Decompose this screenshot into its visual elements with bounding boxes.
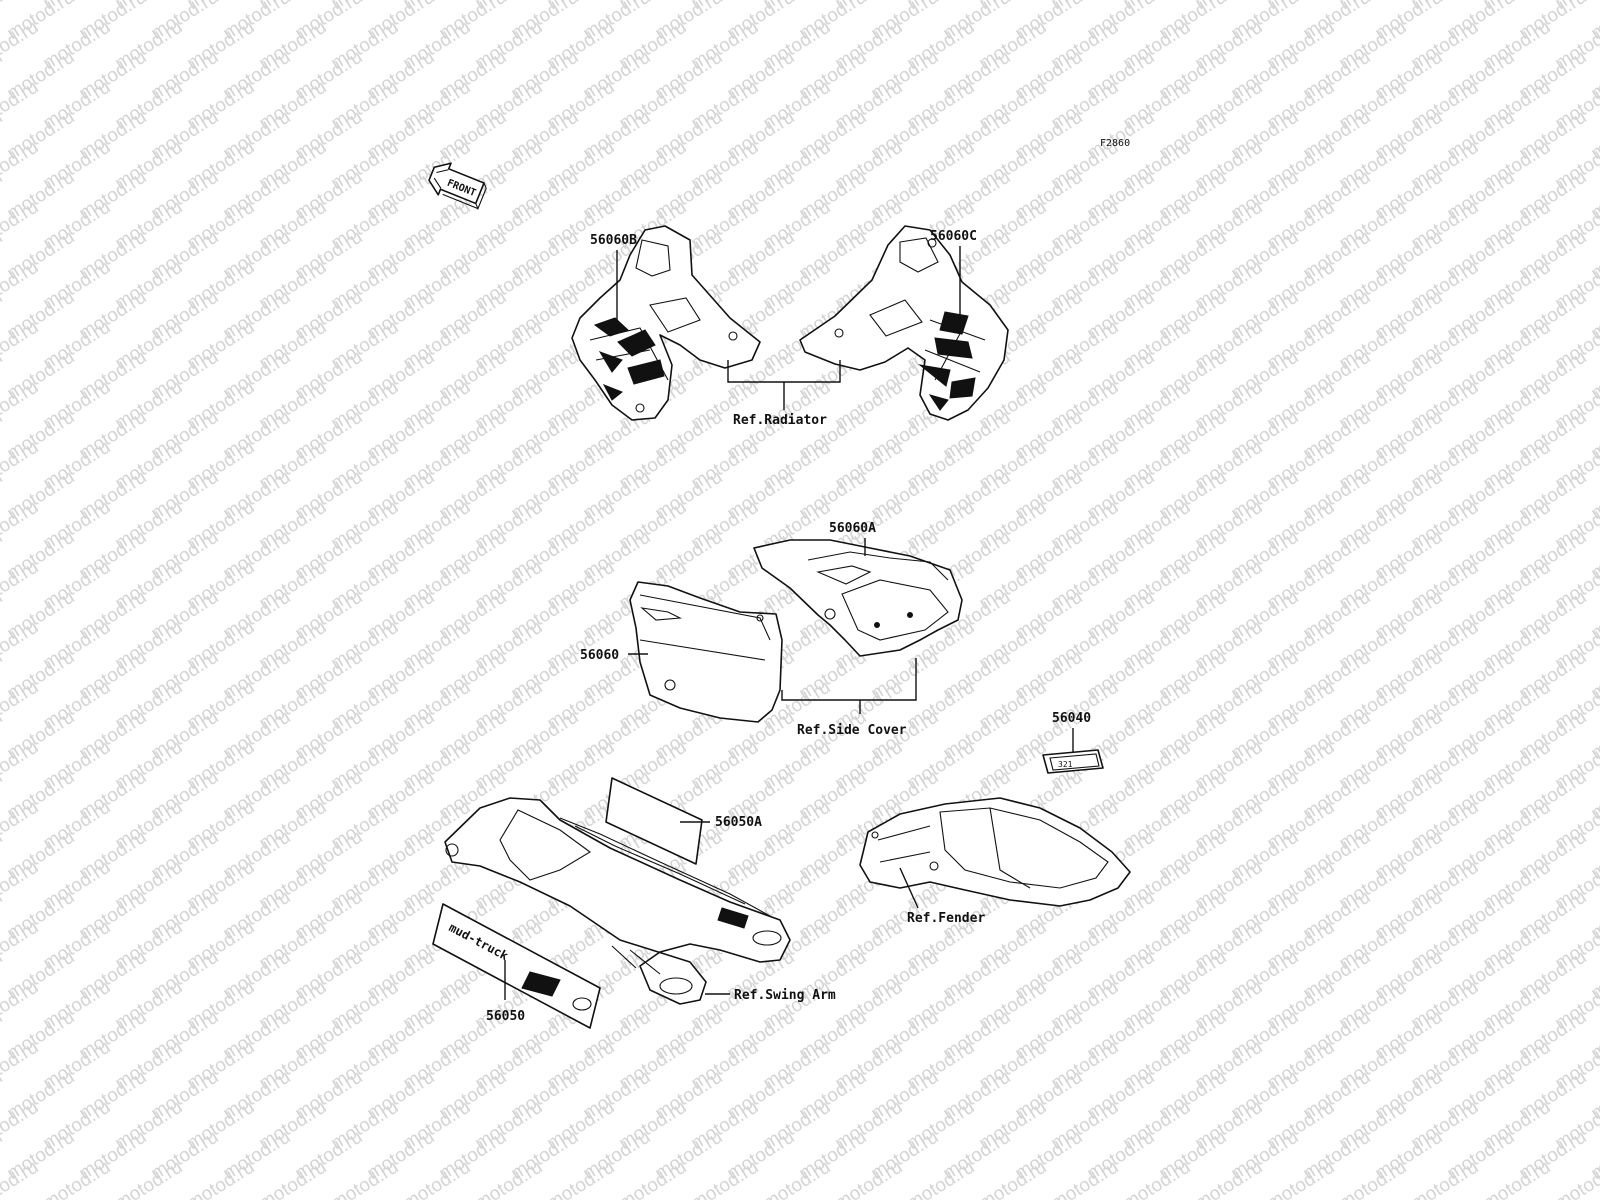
caution-plate: 321 [1042, 749, 1104, 774]
radiator-bracket [727, 360, 841, 410]
plate-text: 321 [1058, 760, 1073, 769]
part-number-56060: 56060 [580, 648, 619, 663]
figure-code: F2860 [1100, 138, 1130, 149]
right-radiator-shroud [799, 225, 1009, 421]
part-number-56040: 56040 [1052, 711, 1091, 726]
part-number-56060C: 56060C [930, 229, 977, 244]
side-cover-bracket [781, 658, 917, 714]
part-number-56060B: 56060B [590, 233, 637, 248]
front-arrow-icon: FRONT [428, 162, 487, 211]
ref-swing-arm-label: Ref.Swing Arm [734, 988, 836, 1003]
right-side-cover [753, 539, 963, 657]
ref-fender-label: Ref.Fender [907, 911, 985, 926]
decal-strip-56050A [605, 777, 703, 865]
left-side-cover [629, 581, 783, 723]
rear-fender [859, 797, 1131, 907]
left-radiator-shroud [571, 225, 761, 421]
ref-side-cover-label: Ref.Side Cover [797, 723, 907, 738]
part-number-56050: 56050 [486, 1009, 525, 1024]
ref-radiator-label: Ref.Radiator [733, 413, 827, 428]
part-number-56050A: 56050A [715, 815, 762, 830]
part-number-56060A: 56060A [829, 521, 876, 536]
